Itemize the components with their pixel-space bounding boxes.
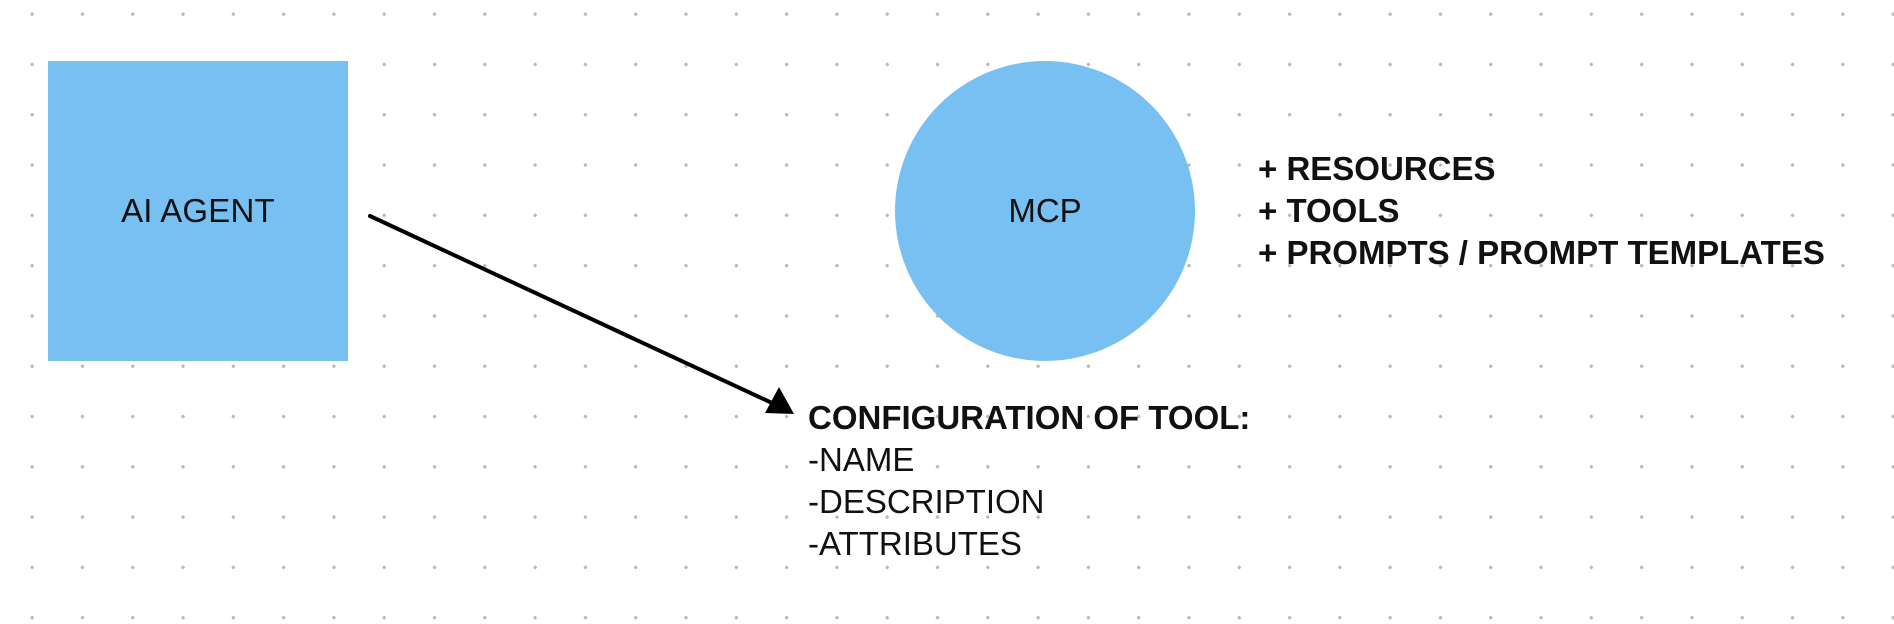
mcp-feature-prompts: + PROMPTS / PROMPT TEMPLATES bbox=[1258, 234, 1825, 271]
tool-config-item-attributes: -ATTRIBUTES bbox=[808, 525, 1022, 562]
arrow-line bbox=[368, 214, 774, 405]
arrowhead-icon bbox=[765, 387, 794, 414]
tool-config-items: -NAME -DESCRIPTION -ATTRIBUTES bbox=[808, 439, 1250, 565]
mcp-label: MCP bbox=[1008, 192, 1082, 229]
tool-config-block: CONFIGURATION OF TOOL: -NAME -DESCRIPTIO… bbox=[808, 397, 1250, 565]
ai-agent-label: AI AGENT bbox=[121, 192, 275, 229]
mcp-features-list: + RESOURCES + TOOLS + PROMPTS / PROMPT T… bbox=[1258, 148, 1825, 274]
tool-config-item-name: -NAME bbox=[808, 441, 915, 478]
ai-agent-node[interactable]: AI AGENT bbox=[48, 61, 348, 361]
mcp-feature-resources: + RESOURCES bbox=[1258, 150, 1496, 187]
mcp-feature-tools: + TOOLS bbox=[1258, 192, 1400, 229]
tool-config-item-description: -DESCRIPTION bbox=[808, 483, 1045, 520]
mcp-node[interactable]: MCP bbox=[895, 61, 1195, 361]
tool-config-title: CONFIGURATION OF TOOL: bbox=[808, 399, 1251, 436]
